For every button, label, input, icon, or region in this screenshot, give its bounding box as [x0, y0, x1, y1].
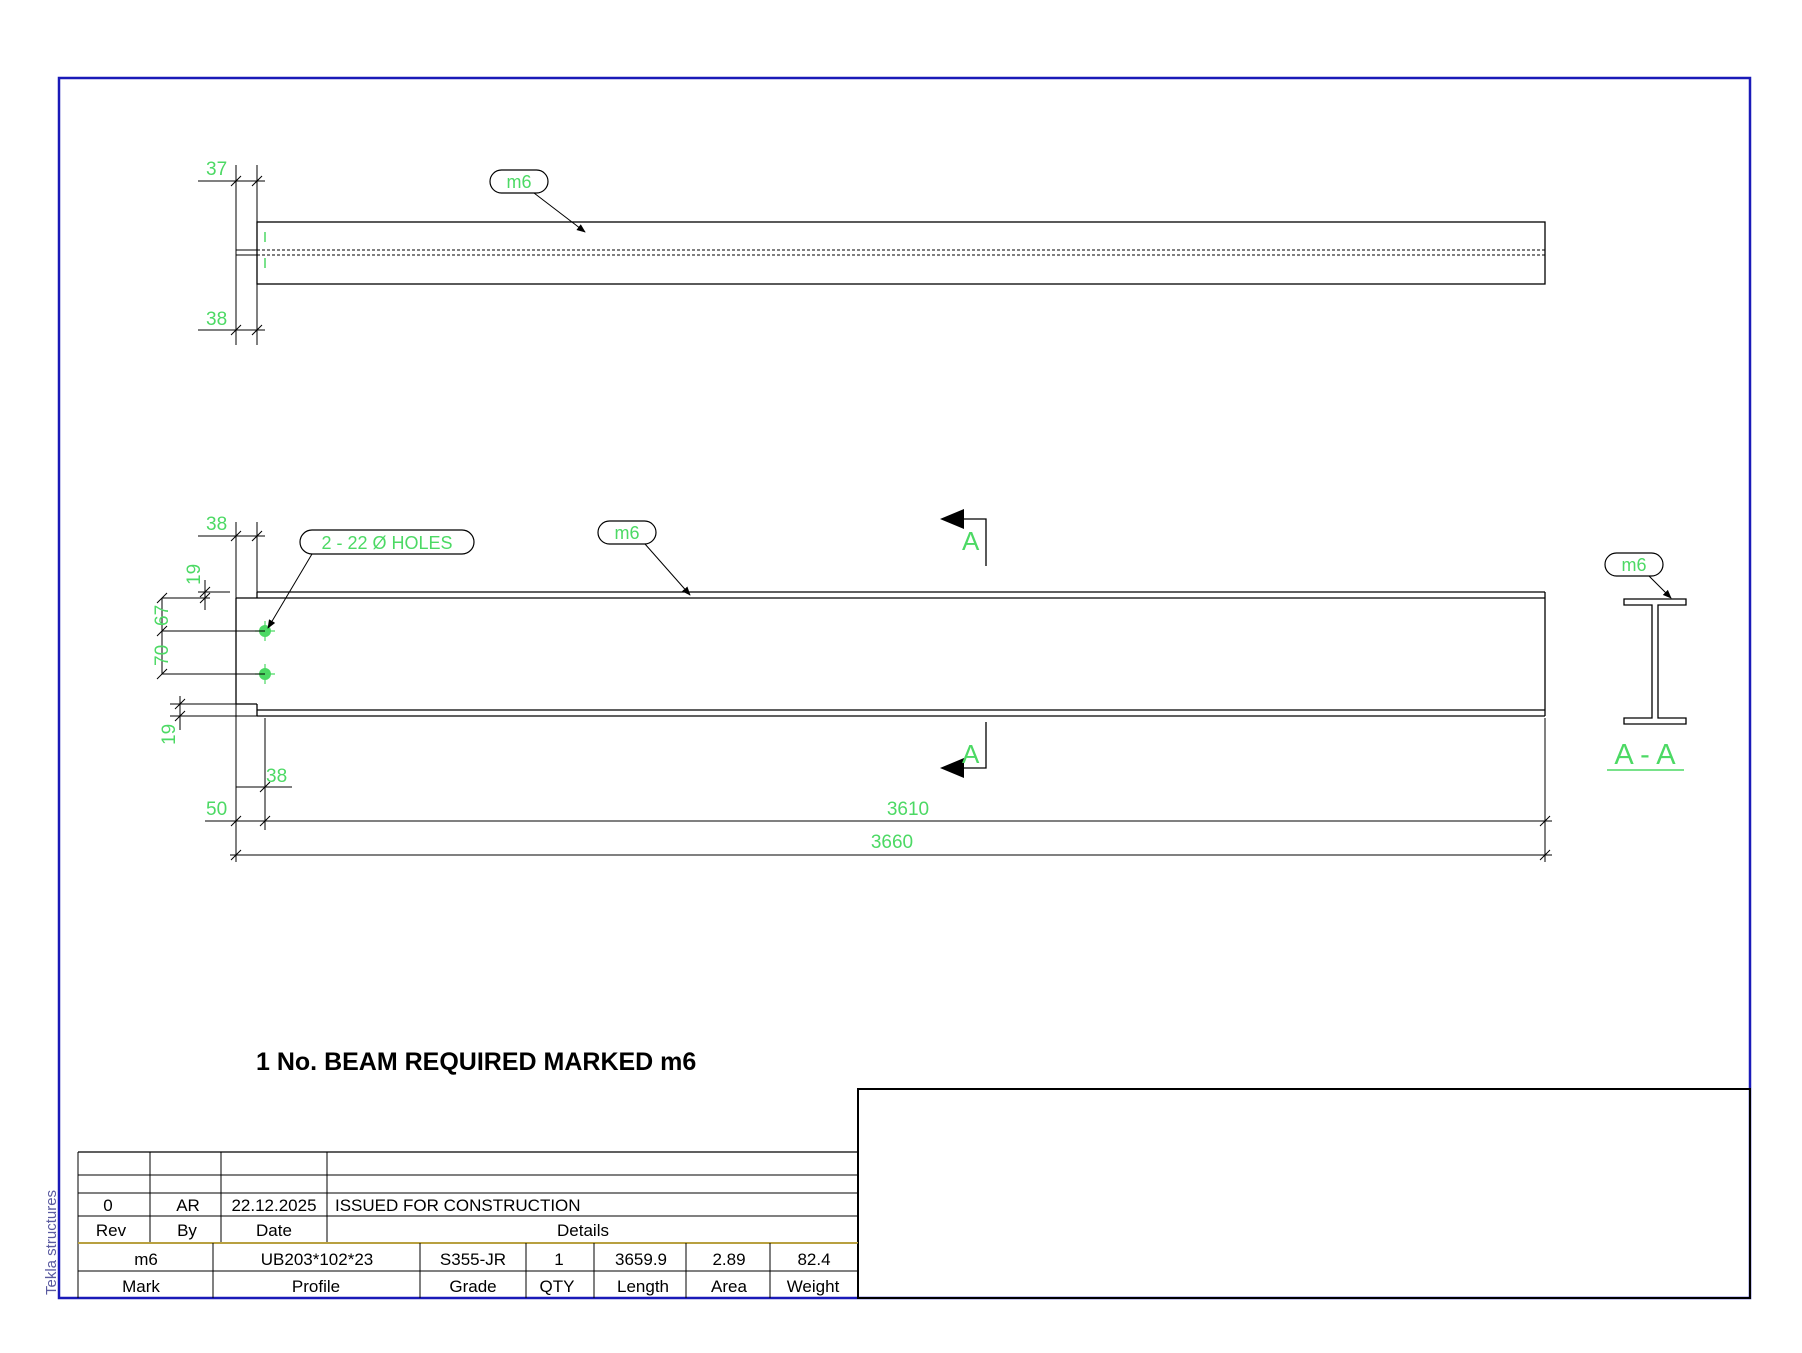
revision-table: 0 AR 22.12.2025 ISSUED FOR CONSTRUCTION … — [77, 1151, 858, 1298]
qty-header: QTY — [540, 1277, 575, 1296]
by-header: By — [177, 1221, 197, 1240]
length-value: 3659.9 — [615, 1250, 667, 1269]
title-block-box — [857, 1088, 1751, 1299]
weight-header: Weight — [787, 1277, 840, 1296]
part-mark-bubble — [597, 520, 657, 545]
dim-70: 70 — [152, 645, 173, 666]
holes-callout-label: 2 - 22 Ø HOLES — [321, 533, 452, 553]
rev-value: 0 — [103, 1196, 112, 1215]
top-view: 37 38 m6 — [198, 159, 1546, 345]
dim-38-front-bottom: 38 — [266, 766, 287, 787]
dim-38-front-top: 38 — [206, 514, 227, 535]
details-value: ISSUED FOR CONSTRUCTION — [335, 1196, 581, 1215]
part-table: m6 UB203*102*23 S355-JR 1 3659.9 2.89 82… — [78, 1242, 859, 1298]
dim-3660: 3660 — [871, 832, 913, 853]
mark-value: m6 — [134, 1250, 158, 1269]
dim-19-front-top: 19 — [184, 564, 205, 585]
front-view: 2 - 22 Ø HOLES m6 A A 38 — [152, 509, 1552, 862]
dim-37: 37 — [206, 159, 227, 180]
svg-text:A: A — [962, 526, 980, 556]
dim-19-front-bottom: 19 — [159, 724, 180, 745]
dim-50: 50 — [206, 799, 227, 820]
section-label: A - A — [1614, 739, 1676, 771]
dim-67: 67 — [152, 605, 173, 626]
part-mark-label: m6 — [1621, 555, 1646, 575]
details-header: Details — [557, 1221, 609, 1240]
date-value: 22.12.2025 — [231, 1196, 316, 1215]
qty-value: 1 — [554, 1250, 563, 1269]
by-value: AR — [176, 1196, 200, 1215]
area-header: Area — [711, 1277, 747, 1296]
holes-callout-bubble — [299, 529, 475, 555]
section-cut-marker-top: A — [940, 509, 987, 566]
section-cut-marker-bottom: A — [940, 722, 987, 778]
sheet-frame — [57, 76, 1752, 1300]
weight-value: 82.4 — [797, 1250, 830, 1269]
svg-text:A: A — [962, 739, 980, 769]
area-value: 2.89 — [712, 1250, 745, 1269]
rev-header: Rev — [96, 1221, 127, 1240]
date-header: Date — [256, 1221, 292, 1240]
mark-header: Mark — [122, 1277, 160, 1296]
software-label: Tekla structures — [43, 1190, 60, 1295]
part-mark-bubble — [1604, 552, 1664, 577]
grade-value: S355-JR — [440, 1250, 506, 1269]
drawing-title: 1 No. BEAM REQUIRED MARKED m6 — [256, 1048, 696, 1076]
profile-value: UB203*102*23 — [261, 1250, 373, 1269]
part-mark-bubble — [489, 169, 549, 194]
length-header: Length — [617, 1277, 669, 1296]
section-a-a: m6 A - A — [1604, 552, 1687, 771]
grade-header: Grade — [449, 1277, 496, 1296]
part-mark-label: m6 — [614, 523, 639, 543]
dim-3610: 3610 — [887, 799, 929, 820]
profile-header: Profile — [292, 1277, 340, 1296]
part-mark-label: m6 — [506, 172, 531, 192]
dim-38-top-view: 38 — [206, 309, 227, 330]
